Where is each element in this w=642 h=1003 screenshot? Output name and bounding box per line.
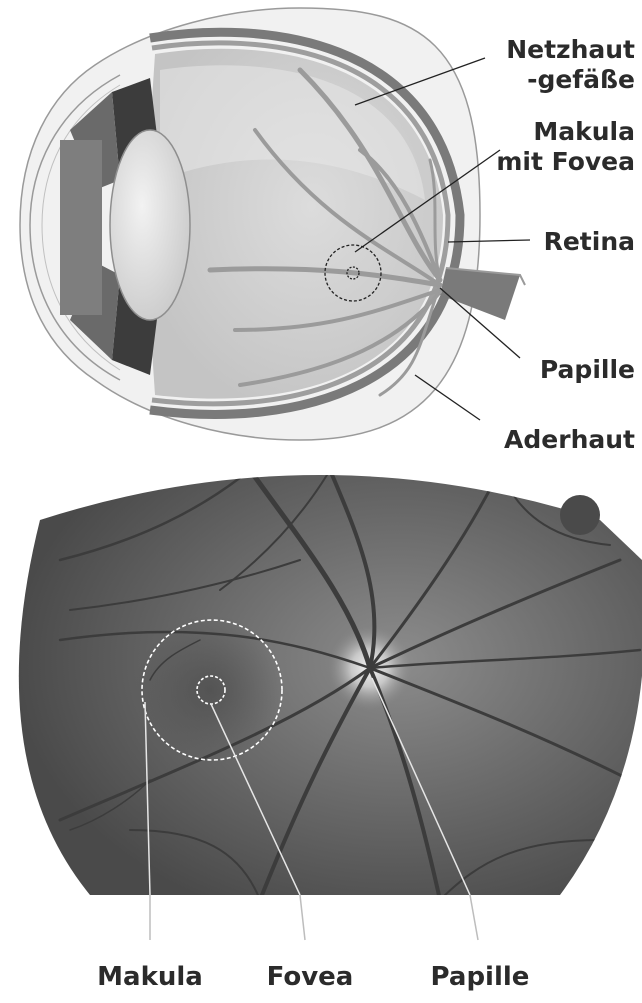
label-aderhaut: Aderhaut (504, 425, 635, 454)
label-makula-1: Makula (533, 117, 635, 146)
label-netzhaut-2: -gefäße (527, 65, 635, 94)
label-makula-2: mit Fovea (496, 147, 635, 176)
fundus-photo (0, 440, 642, 940)
eye-cross-section: Netzhaut -gefäße Makula mit Fovea Retina… (20, 8, 635, 454)
label-fundus-makula: Makula (97, 962, 203, 992)
label-fundus-fovea: Fovea (267, 962, 354, 992)
lens (110, 130, 190, 320)
label-retina: Retina (544, 227, 635, 256)
label-netzhaut-1: Netzhaut (506, 35, 635, 64)
label-papille: Papille (540, 355, 635, 384)
label-fundus-papille: Papille (431, 962, 530, 992)
